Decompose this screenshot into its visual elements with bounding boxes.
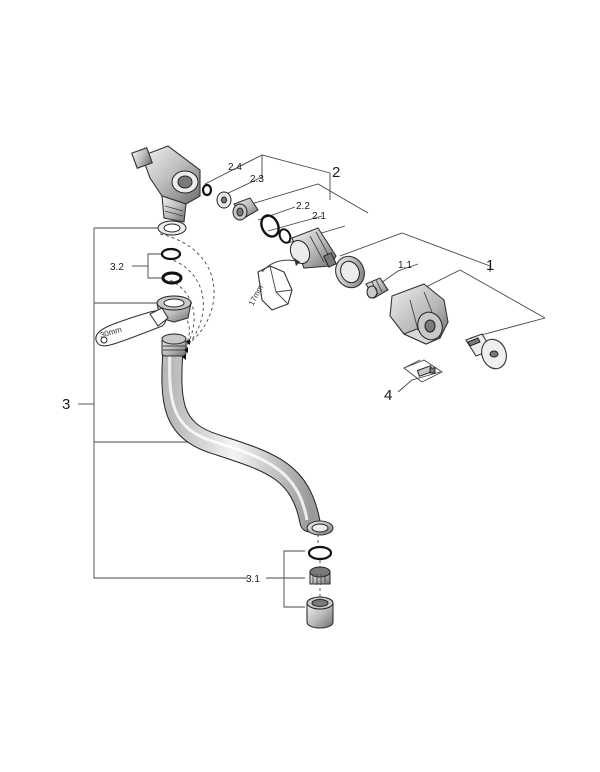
index-cap [465,333,507,370]
label-3: 3 [62,396,70,413]
label-2-4: 2.4 [228,162,242,173]
label-3-1: 3.1 [246,574,260,585]
leader-lines [78,154,546,608]
label-2: 2 [332,164,340,181]
label-3-2: 3.2 [110,262,124,273]
label-1-1: 1.1 [398,260,412,271]
valve-seat [232,197,259,221]
part-3-1-washer [307,545,333,561]
part-2-4-oring [201,183,213,197]
wrench-tool: 30mm [95,307,169,347]
part-2-1-oring [278,228,292,244]
part-labels: 2.4 2.3 2 2.2 2.1 1.1 1 4 3.2 3 3.1 [62,162,494,585]
part-3-washer-top [157,220,187,236]
wall-elbow-body [131,145,201,223]
part-4-screw [403,359,443,383]
spout-pipe [161,333,334,536]
label-2-1: 2.1 [312,211,326,222]
assembly-arrows [182,339,190,360]
valve-cartridge [289,227,337,269]
label-1: 1 [486,257,494,274]
part-2-3-washer [216,191,232,209]
part-1-1-adapter [365,277,389,299]
hex-key-tool: 17mm [247,258,301,311]
part-2-2-oring [260,214,280,238]
part-3-2-oring-lower [161,271,183,285]
part-3-1-aerator-housing [306,596,334,629]
label-2-3: 2.3 [250,174,264,185]
label-4: 4 [384,387,392,404]
tap-handle [389,283,449,345]
part-3-1-aerator-insert [309,566,331,585]
part-3-2-oring-upper [160,247,182,261]
cap-nut [335,255,365,289]
label-2-2: 2.2 [296,201,310,212]
